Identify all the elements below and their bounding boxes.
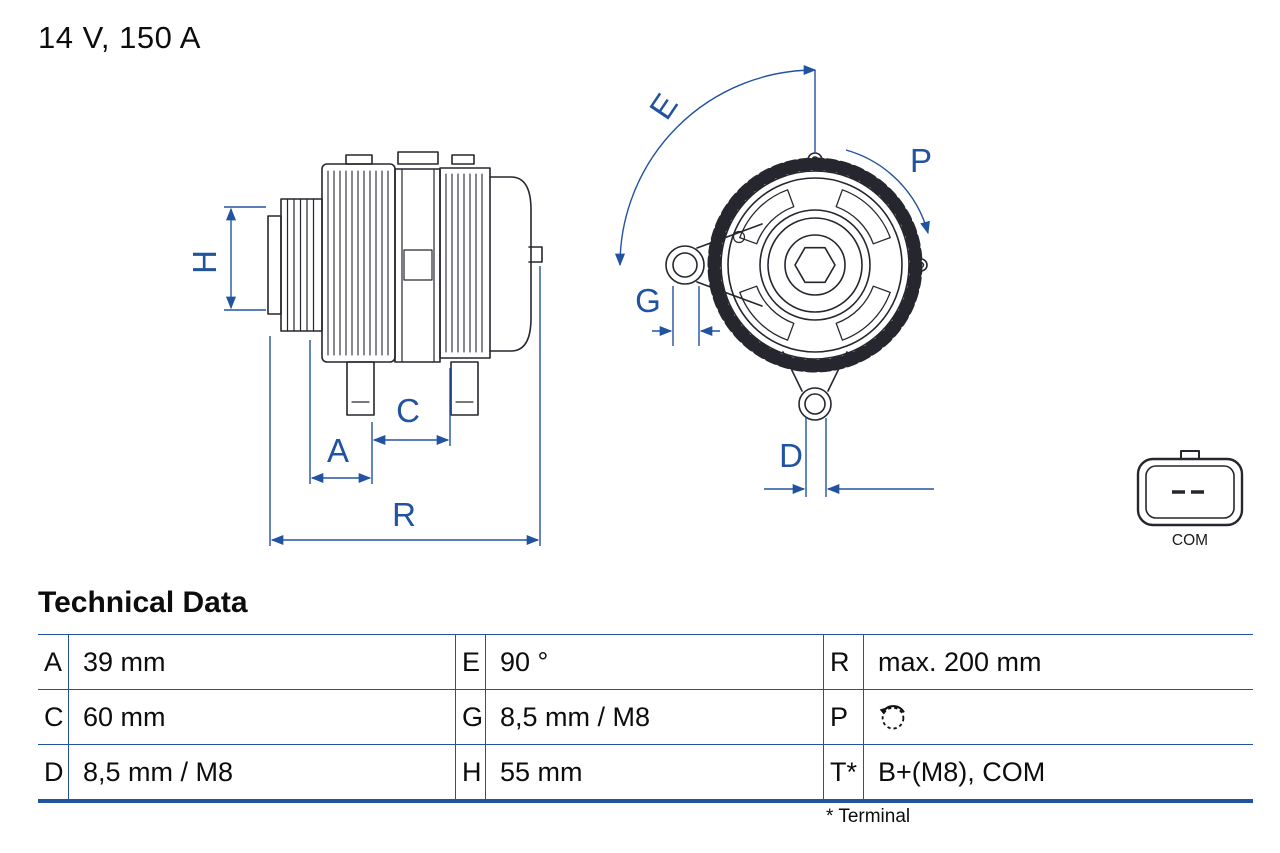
spec-key-h: H bbox=[455, 745, 485, 799]
spec-key-c: C bbox=[44, 701, 64, 732]
alternator-side-view bbox=[267, 151, 543, 416]
dim-label-a: A bbox=[327, 432, 349, 469]
spec-key-g: G bbox=[455, 690, 485, 744]
spec-key-e: E bbox=[455, 635, 485, 689]
technical-data-heading: Technical Data bbox=[38, 586, 248, 619]
spec-key-p: P bbox=[823, 690, 863, 744]
dim-label-p: P bbox=[910, 142, 932, 179]
spec-value-p bbox=[863, 690, 1253, 744]
spec-key-d: D bbox=[44, 756, 64, 787]
spec-value-e: 90 ° bbox=[485, 635, 823, 689]
spec-value-r: max. 200 mm bbox=[863, 635, 1253, 689]
alternator-front-view bbox=[665, 152, 928, 421]
com-connector-label: COM bbox=[1172, 532, 1208, 549]
spec-value-g: 8,5 mm / M8 bbox=[485, 690, 823, 744]
rotation-direction-icon bbox=[879, 705, 905, 730]
spec-key-a: A bbox=[44, 646, 63, 677]
dim-label-e: E bbox=[642, 87, 685, 126]
technical-data-table: A 39 mm E 90 ° R max. 200 mm C 60 mm G 8… bbox=[38, 634, 1253, 803]
table-row: C 60 mm G 8,5 mm / M8 P bbox=[38, 689, 1253, 744]
spec-value-t: B+(M8), COM bbox=[863, 745, 1253, 799]
spec-key-r: R bbox=[823, 635, 863, 689]
dim-label-c: C bbox=[396, 392, 420, 429]
dim-label-r: R bbox=[392, 496, 416, 533]
terminal-footnote: * Terminal bbox=[826, 806, 911, 827]
com-connector-icon bbox=[1136, 450, 1244, 527]
spec-value-h: 55 mm bbox=[485, 745, 823, 799]
dim-label-g: G bbox=[635, 282, 661, 319]
page-title: 14 V, 150 A bbox=[38, 20, 201, 55]
spec-value-c: 60 mm bbox=[68, 690, 455, 744]
dim-label-h: H bbox=[186, 250, 223, 274]
spec-key-t: T* bbox=[823, 745, 863, 799]
table-row: A 39 mm E 90 ° R max. 200 mm bbox=[38, 634, 1253, 689]
technical-drawing: H A C R E G D P COM bbox=[186, 64, 1244, 549]
spec-value-d: 8,5 mm / M8 bbox=[68, 745, 455, 799]
dim-label-d: D bbox=[779, 437, 803, 474]
dimension-annotations bbox=[224, 64, 934, 546]
table-row: D 8,5 mm / M8 H 55 mm T* B+(M8), COM bbox=[38, 744, 1253, 799]
spec-value-a: 39 mm bbox=[68, 635, 455, 689]
